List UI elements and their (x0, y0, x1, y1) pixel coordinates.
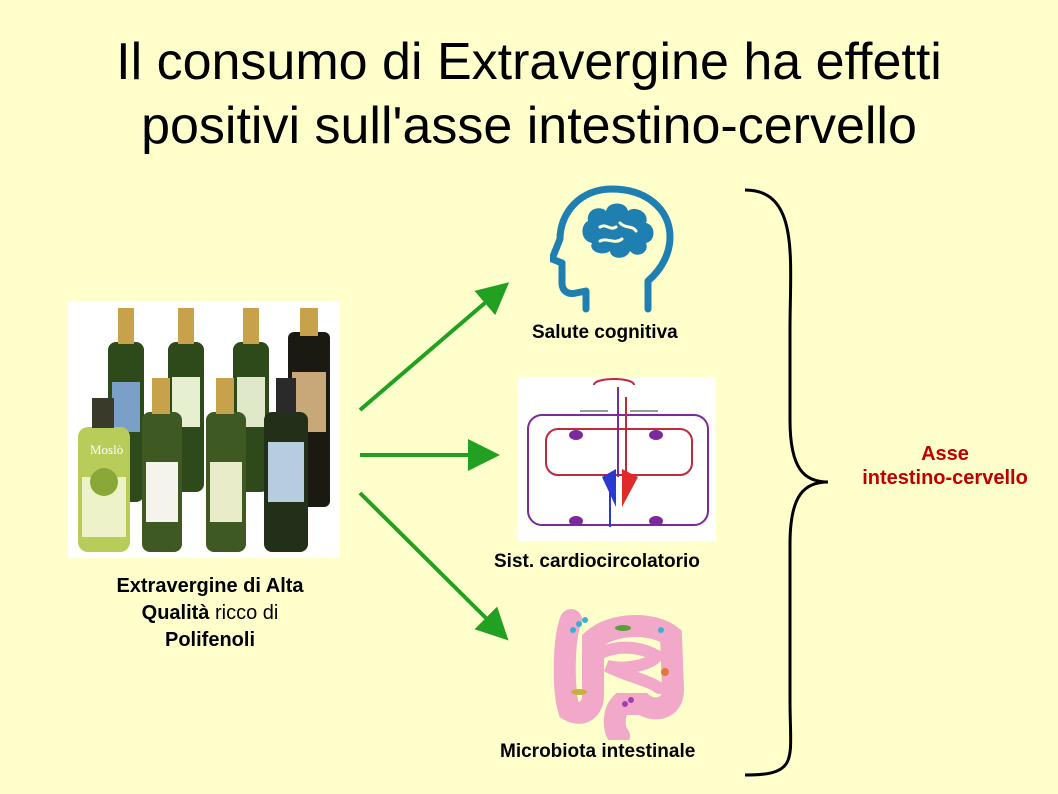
curly-brace (744, 188, 829, 777)
caption-bold-1: Extravergine di Alta (116, 575, 304, 597)
arrow-to-microbiota (358, 491, 509, 641)
caption-bold-2: Qualità (141, 602, 210, 624)
axis-label-line-2: intestino-cervello (862, 467, 1028, 489)
page-title: Il consumo di Extravergine ha effetti po… (0, 30, 1058, 158)
caption-bold-3: Polifenoli (165, 629, 255, 651)
intestine-microbiota-icon (553, 609, 685, 740)
caption-normal-1: ricco di (209, 602, 279, 624)
cardiovascular-diagram (518, 377, 716, 541)
axis-label: Asse intestino-cervello (840, 442, 1050, 490)
brain-head-icon (550, 185, 674, 313)
bottles-illustration: Moslò (78, 308, 330, 552)
olive-oil-bottles-image: Moslò (68, 302, 340, 558)
label-cardio: Sist. cardiocircolatorio (494, 551, 700, 572)
bottle-brand-moslo: Moslò (90, 442, 123, 457)
label-cognitive: Salute cognitiva (532, 322, 678, 343)
title-line-1: Il consumo di Extravergine ha effetti (116, 33, 942, 91)
arrow-to-cognitive (358, 282, 510, 412)
axis-label-line-1: Asse (921, 443, 969, 465)
label-microbiota: Microbiota intestinale (500, 741, 696, 762)
product-caption: Extravergine di Alta Qualità ricco di Po… (60, 573, 360, 654)
title-line-2: positivi sull'asse intestino-cervello (141, 97, 917, 155)
